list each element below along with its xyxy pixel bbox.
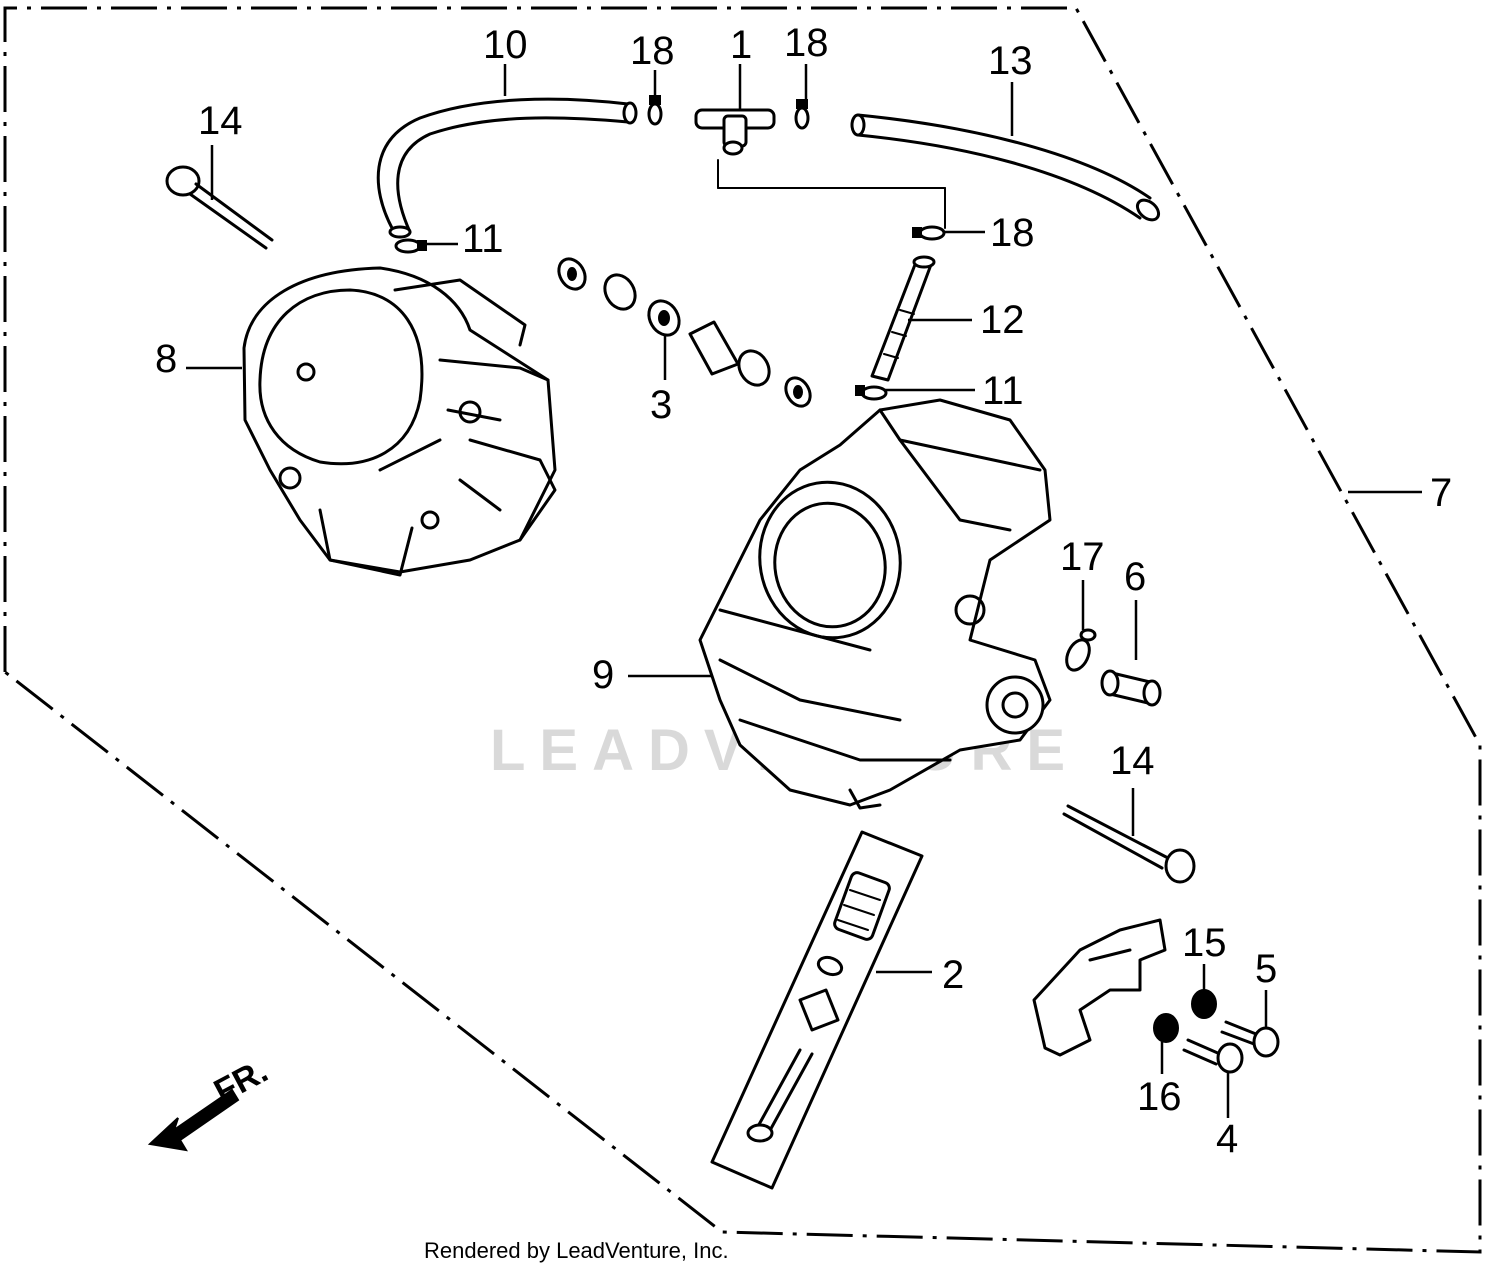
carburetor-9: [698, 398, 1052, 810]
callout-2: 2: [942, 953, 964, 997]
hose-10: [376, 97, 638, 239]
callout-6: 6: [1124, 555, 1146, 599]
clamp-18c: [912, 225, 946, 241]
hose-13: [850, 113, 1161, 222]
bolt-5: [1220, 1020, 1280, 1058]
callout-14b: 14: [1110, 739, 1155, 783]
callout-18b: 18: [784, 21, 829, 65]
nut-15: [1191, 989, 1217, 1019]
callout-5: 5: [1255, 947, 1277, 991]
callout-1: 1: [730, 23, 752, 67]
callout-3: 3: [650, 383, 672, 427]
fuel-joint-3: [557, 257, 812, 408]
callout-4: 4: [1216, 1117, 1238, 1161]
callout-11b: 11: [982, 369, 1024, 413]
clamp-11a: [394, 238, 427, 254]
callout-7: 7: [1430, 471, 1452, 515]
clamp-11b: [855, 385, 888, 401]
callout-15: 15: [1182, 921, 1227, 965]
assembly-boundary: [3, 6, 1482, 1254]
tube-12: [870, 255, 936, 382]
screw-14b: [1062, 804, 1196, 884]
bracket: [1032, 918, 1167, 1057]
nut-16: [1153, 1013, 1179, 1043]
callout-13: 13: [988, 39, 1033, 83]
bolt-4: [1182, 1038, 1244, 1074]
callout-17: 17: [1060, 535, 1105, 579]
callout-14a: 14: [198, 99, 243, 143]
carburetor-8: [242, 266, 557, 577]
screw-14a: [165, 165, 274, 250]
callout-10: 10: [483, 23, 528, 67]
callout-18a: 18: [630, 29, 675, 73]
t-joint-1: [694, 108, 946, 229]
clamp-18b: [794, 99, 810, 130]
callout-8: 8: [155, 337, 177, 381]
part-6: [1100, 669, 1162, 707]
callout-12: 12: [980, 298, 1025, 342]
front-arrow: FR.: [147, 1052, 274, 1152]
callout-9: 9: [592, 653, 614, 697]
callout-11a: 11: [462, 217, 504, 261]
clamp-18a: [647, 95, 663, 126]
callout-18c: 18: [990, 211, 1035, 255]
footer-credit: Rendered by LeadVenture, Inc.: [424, 1238, 729, 1263]
callout-16: 16: [1137, 1075, 1182, 1119]
set-2: [710, 830, 924, 1190]
part-17: [1065, 628, 1097, 672]
